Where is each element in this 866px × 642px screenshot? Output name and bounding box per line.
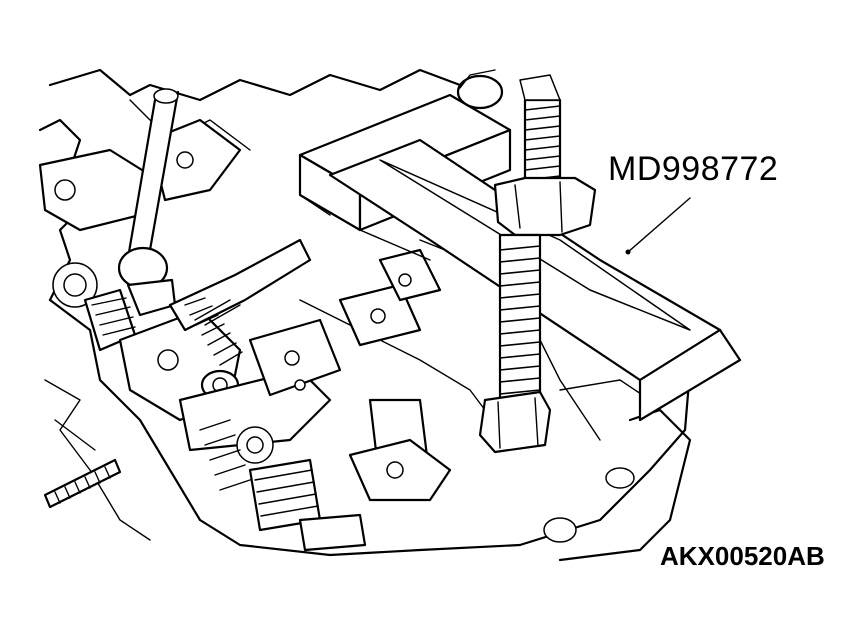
rod-threads-lower xyxy=(499,245,541,395)
rocker-shaft-caps xyxy=(248,248,452,502)
tool-part-number-label: MD998772 xyxy=(608,150,779,188)
callout-leader-dot xyxy=(625,249,631,255)
threaded-rod xyxy=(478,74,597,454)
callout-leader-line xyxy=(627,197,691,253)
rocker-arm-assembly-left xyxy=(38,118,242,352)
stud-bolt xyxy=(43,458,122,509)
valve-spring-stack-center xyxy=(178,368,367,552)
figure-code-label: AKX00520AB xyxy=(660,541,825,571)
rod-threads-upper xyxy=(524,105,561,181)
coil-spring xyxy=(184,297,243,366)
lower-nut xyxy=(478,390,552,454)
compressor-lever-handle xyxy=(117,88,180,317)
cylinder-head-outline xyxy=(38,68,692,562)
upper-nut xyxy=(493,176,597,237)
